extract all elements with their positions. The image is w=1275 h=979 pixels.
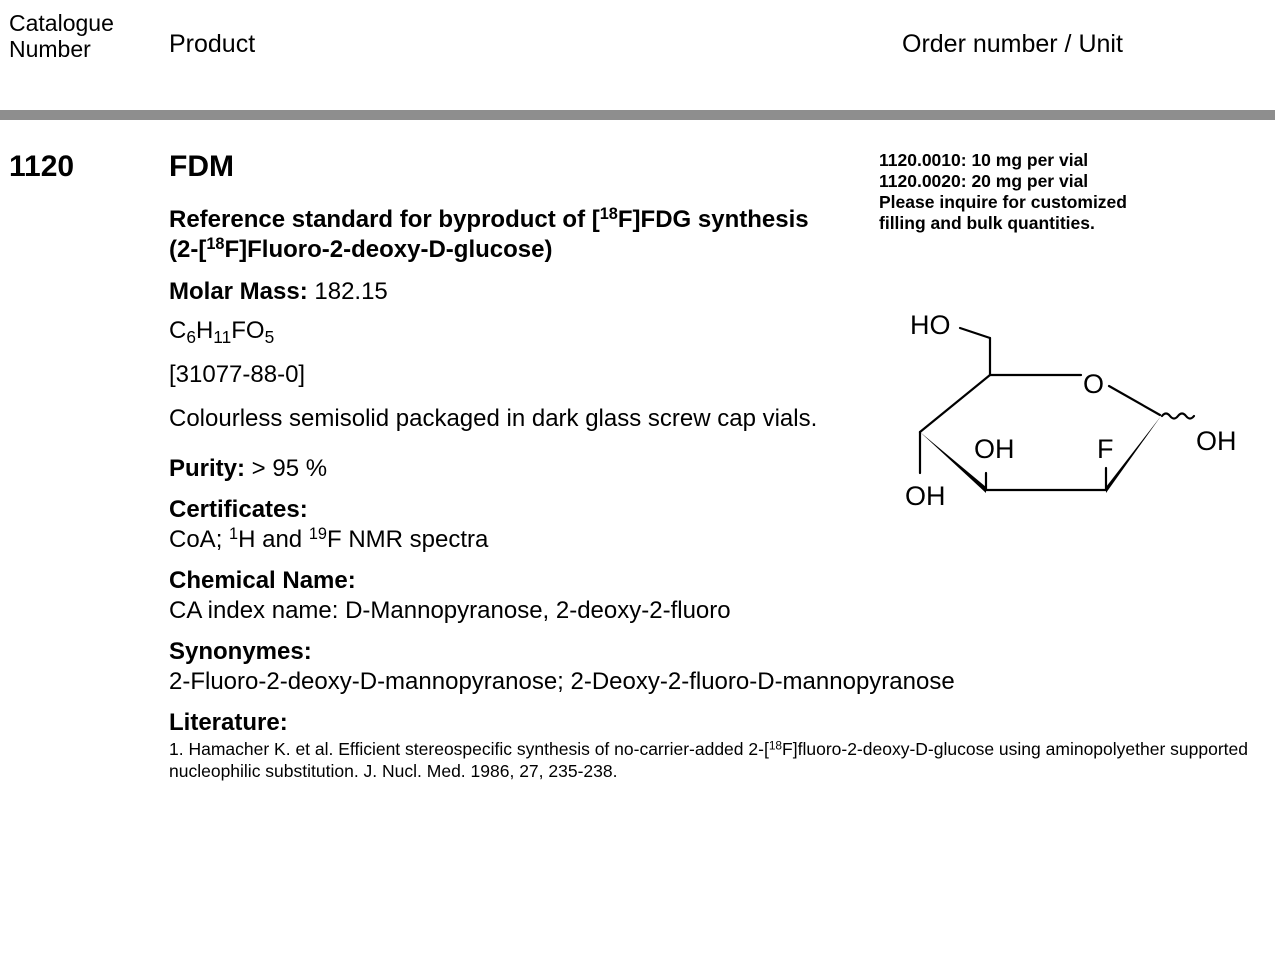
literature-text: 1. Hamacher K. et al. Efficient stereosp…	[169, 739, 769, 759]
subtitle-text: F]FDG synthesis	[617, 206, 809, 233]
product-header: Product	[169, 30, 256, 58]
synonymes-value: 2-Fluoro-2-deoxy-D-mannopyranose; 2-Deox…	[169, 668, 955, 695]
molecular-formula: C6H11FO5	[169, 316, 1269, 346]
formula-part: H	[195, 317, 214, 344]
molar-mass: Molar Mass: 182.15	[169, 277, 1269, 307]
purity-value: > 95 %	[245, 455, 328, 482]
bond-ho-ch2	[958, 326, 992, 340]
catalogue-header-line1: Catalogue	[9, 10, 114, 36]
isotope-superscript: 18	[768, 738, 783, 753]
order-line-inquire: Please inquire for customized	[879, 192, 1127, 212]
certificates-text: F NMR spectra	[326, 526, 489, 553]
c4-oh-label: OH	[905, 481, 946, 511]
literature-label: Literature:	[169, 709, 288, 736]
synonymes: Synonymes: 2-Fluoro-2-deoxy-D-mannopyran…	[169, 637, 1269, 697]
formula-part: FO	[231, 317, 265, 344]
formula-part: C	[169, 317, 187, 344]
certificates-text: H and	[238, 526, 309, 553]
header-divider	[0, 110, 1275, 120]
product-details: Reference standard for byproduct of [18F…	[169, 205, 1269, 782]
catalogue-number: 1120	[9, 150, 75, 183]
bond-o-c1	[1107, 384, 1162, 417]
order-line-bulk: filling and bulk quantities.	[879, 213, 1095, 233]
chemical-name-label: Chemical Name:	[169, 567, 356, 594]
fluorine-label: F	[1097, 434, 1114, 464]
formula-subscript: 6	[186, 327, 196, 348]
literature-reference: 1. Hamacher K. et al. Efficient stereosp…	[169, 738, 1269, 782]
certificates-value: CoA; 1H and 19F NMR spectra	[169, 525, 1269, 555]
bond-c5-c4	[918, 373, 992, 434]
order-info: 1120.0010: 10 mg per vial 1120.0020: 20 …	[879, 150, 1269, 234]
catalogue-number-header: Catalogue Number	[9, 10, 114, 62]
catalogue-header-line2: Number	[9, 36, 91, 62]
purity-label: Purity:	[169, 455, 246, 482]
order-header: Order number / Unit	[902, 30, 1123, 58]
ring-oxygen-label: O	[1083, 369, 1104, 399]
ring-oh-label: OH	[974, 434, 1015, 464]
chemical-name: Chemical Name: CA index name: D-Mannopyr…	[169, 566, 1269, 626]
subtitle-text: (2-[	[169, 236, 207, 263]
formula-subscript: 5	[264, 327, 275, 348]
molar-mass-label: Molar Mass:	[169, 278, 308, 305]
product-description: Colourless semisolid packaged in dark gl…	[169, 405, 818, 432]
isotope-superscript: 18	[206, 235, 225, 254]
subtitle-text: F]Fluoro-2-deoxy-D-glucose)	[224, 236, 553, 263]
isotope-superscript: 1	[229, 525, 239, 544]
order-line-10mg: 1120.0010: 10 mg per vial	[879, 150, 1089, 170]
wavy-bond	[1160, 412, 1196, 420]
wedge-bond-c2-c1	[1106, 416, 1161, 493]
chemical-structure-diagram: HO O OH OH F OH	[905, 310, 1237, 511]
certificates-label: Certificates:	[169, 496, 308, 523]
cas-number: [31077-88-0]	[169, 361, 306, 388]
literature-text: F]fluoro-2-deoxy-D-glucose using aminopo…	[169, 739, 1248, 781]
molar-mass-value: 182.15	[307, 278, 388, 305]
ho-label: HO	[910, 310, 951, 340]
order-line-20mg: 1120.0020: 20 mg per vial	[879, 171, 1089, 191]
chemical-name-value: CA index name: D-Mannopyranose, 2-deoxy-…	[169, 597, 731, 624]
wedge-bond-c4-c3	[920, 432, 986, 493]
subtitle-text: Reference standard for byproduct of [	[169, 206, 600, 233]
literature: Literature: 1. Hamacher K. et al. Effici…	[169, 708, 1269, 782]
anomeric-oh-label: OH	[1196, 426, 1237, 456]
isotope-superscript: 18	[599, 205, 618, 224]
product-name: FDM	[169, 150, 234, 183]
isotope-superscript: 19	[308, 525, 327, 544]
product-subtitle: Reference standard for byproduct of [18F…	[169, 205, 859, 265]
certificates-text: CoA;	[169, 526, 230, 553]
synonymes-label: Synonymes:	[169, 638, 312, 665]
purity: Purity: > 95 %	[169, 454, 1269, 484]
formula-subscript: 11	[213, 327, 232, 348]
certificates: Certificates: CoA; 1H and 19F NMR spectr…	[169, 495, 1269, 555]
